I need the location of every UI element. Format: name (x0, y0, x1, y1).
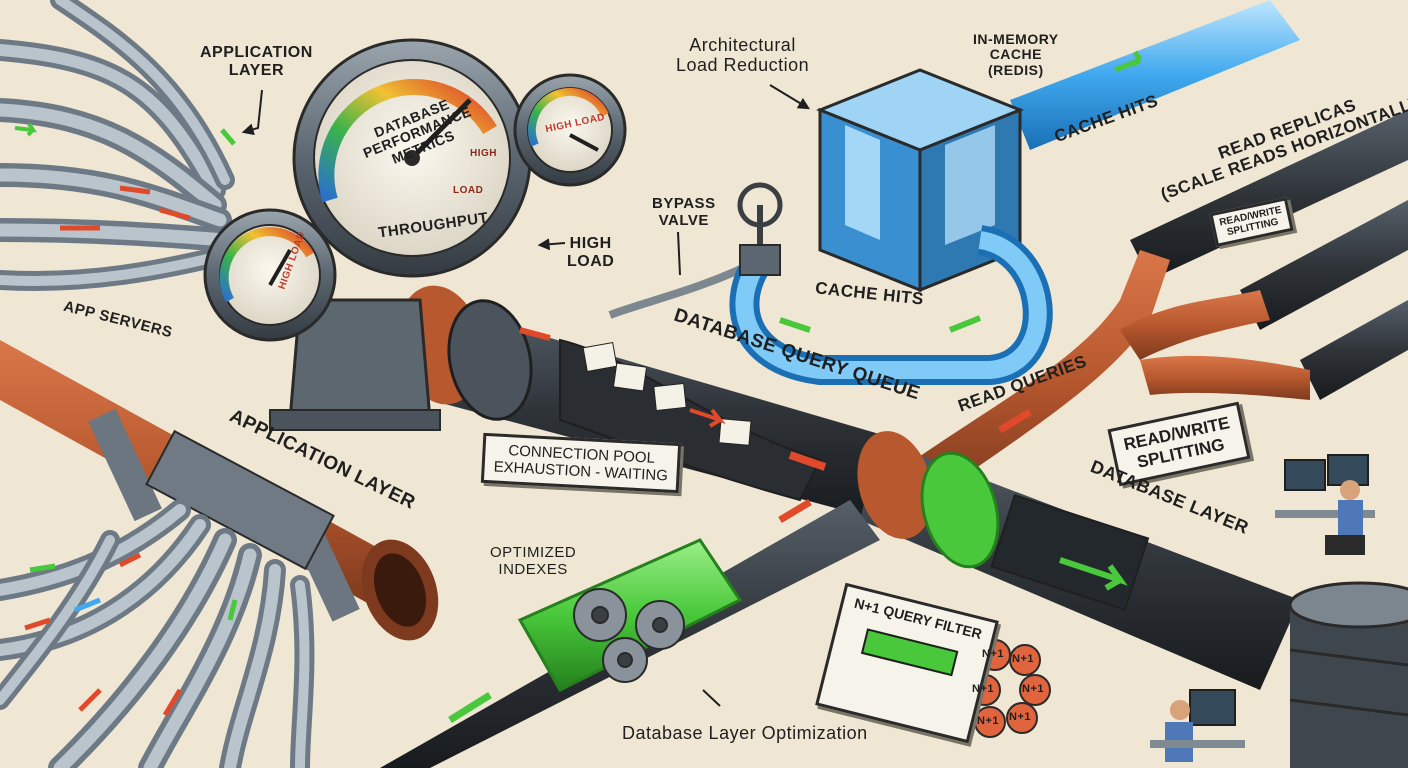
n1-token-label: N+1 (1009, 711, 1031, 723)
gauge-load-label: LOAD (453, 185, 484, 196)
gauge-high-label: HIGH (470, 148, 497, 159)
read-replica-pipes (900, 110, 1408, 500)
n1-token-label: N+1 (1022, 683, 1044, 695)
optimized-index-pipe (380, 498, 880, 768)
operator-icon (1275, 454, 1375, 555)
n1-token-label: N+1 (1012, 653, 1034, 665)
valve-wheel-icon (737, 182, 783, 276)
cache-loop-pipe (729, 225, 1053, 385)
application-layer-pipe (0, 340, 439, 641)
gear-icon (573, 588, 685, 683)
cache-hits-pipe (1010, 0, 1300, 150)
flow-arrow-icon (860, 628, 959, 677)
database-layer-optimization-label: Database Layer Optimization (622, 723, 868, 743)
architectural-load-reduction-label: Architectural Load Reduction (676, 35, 810, 75)
database-cylinder-icon (1288, 581, 1408, 768)
flow-arrows-top-left (14, 122, 236, 231)
app-server-cables-bottom (0, 499, 315, 768)
optimized-indexes-label: OPTIMIZED INDEXES (490, 544, 577, 578)
connection-pool-sign: CONNECTION POOL EXHAUSTION - WAITING (480, 432, 682, 494)
server-icon (1150, 689, 1245, 762)
n1-token-label: N+1 (977, 715, 999, 727)
bypass-valve-label: BYPASS VALVE (652, 195, 716, 229)
application-layer-top-label: APPLICATION LAYER (200, 44, 313, 79)
queued-query-documents (582, 341, 752, 446)
in-memory-cache-label: IN-MEMORY CACHE (REDIS) (973, 31, 1059, 78)
pressure-gauge-icon (203, 38, 627, 431)
database-layer-pipe (857, 431, 1300, 690)
flow-arrows-bottom-left (24, 552, 238, 717)
n1-token-label: N+1 (982, 648, 1004, 660)
app-server-cables-top (0, 0, 237, 291)
cache-cube-icon (815, 68, 1025, 293)
high-load-label: HIGH LOAD (567, 235, 615, 270)
n1-token-label: N+1 (972, 683, 994, 695)
